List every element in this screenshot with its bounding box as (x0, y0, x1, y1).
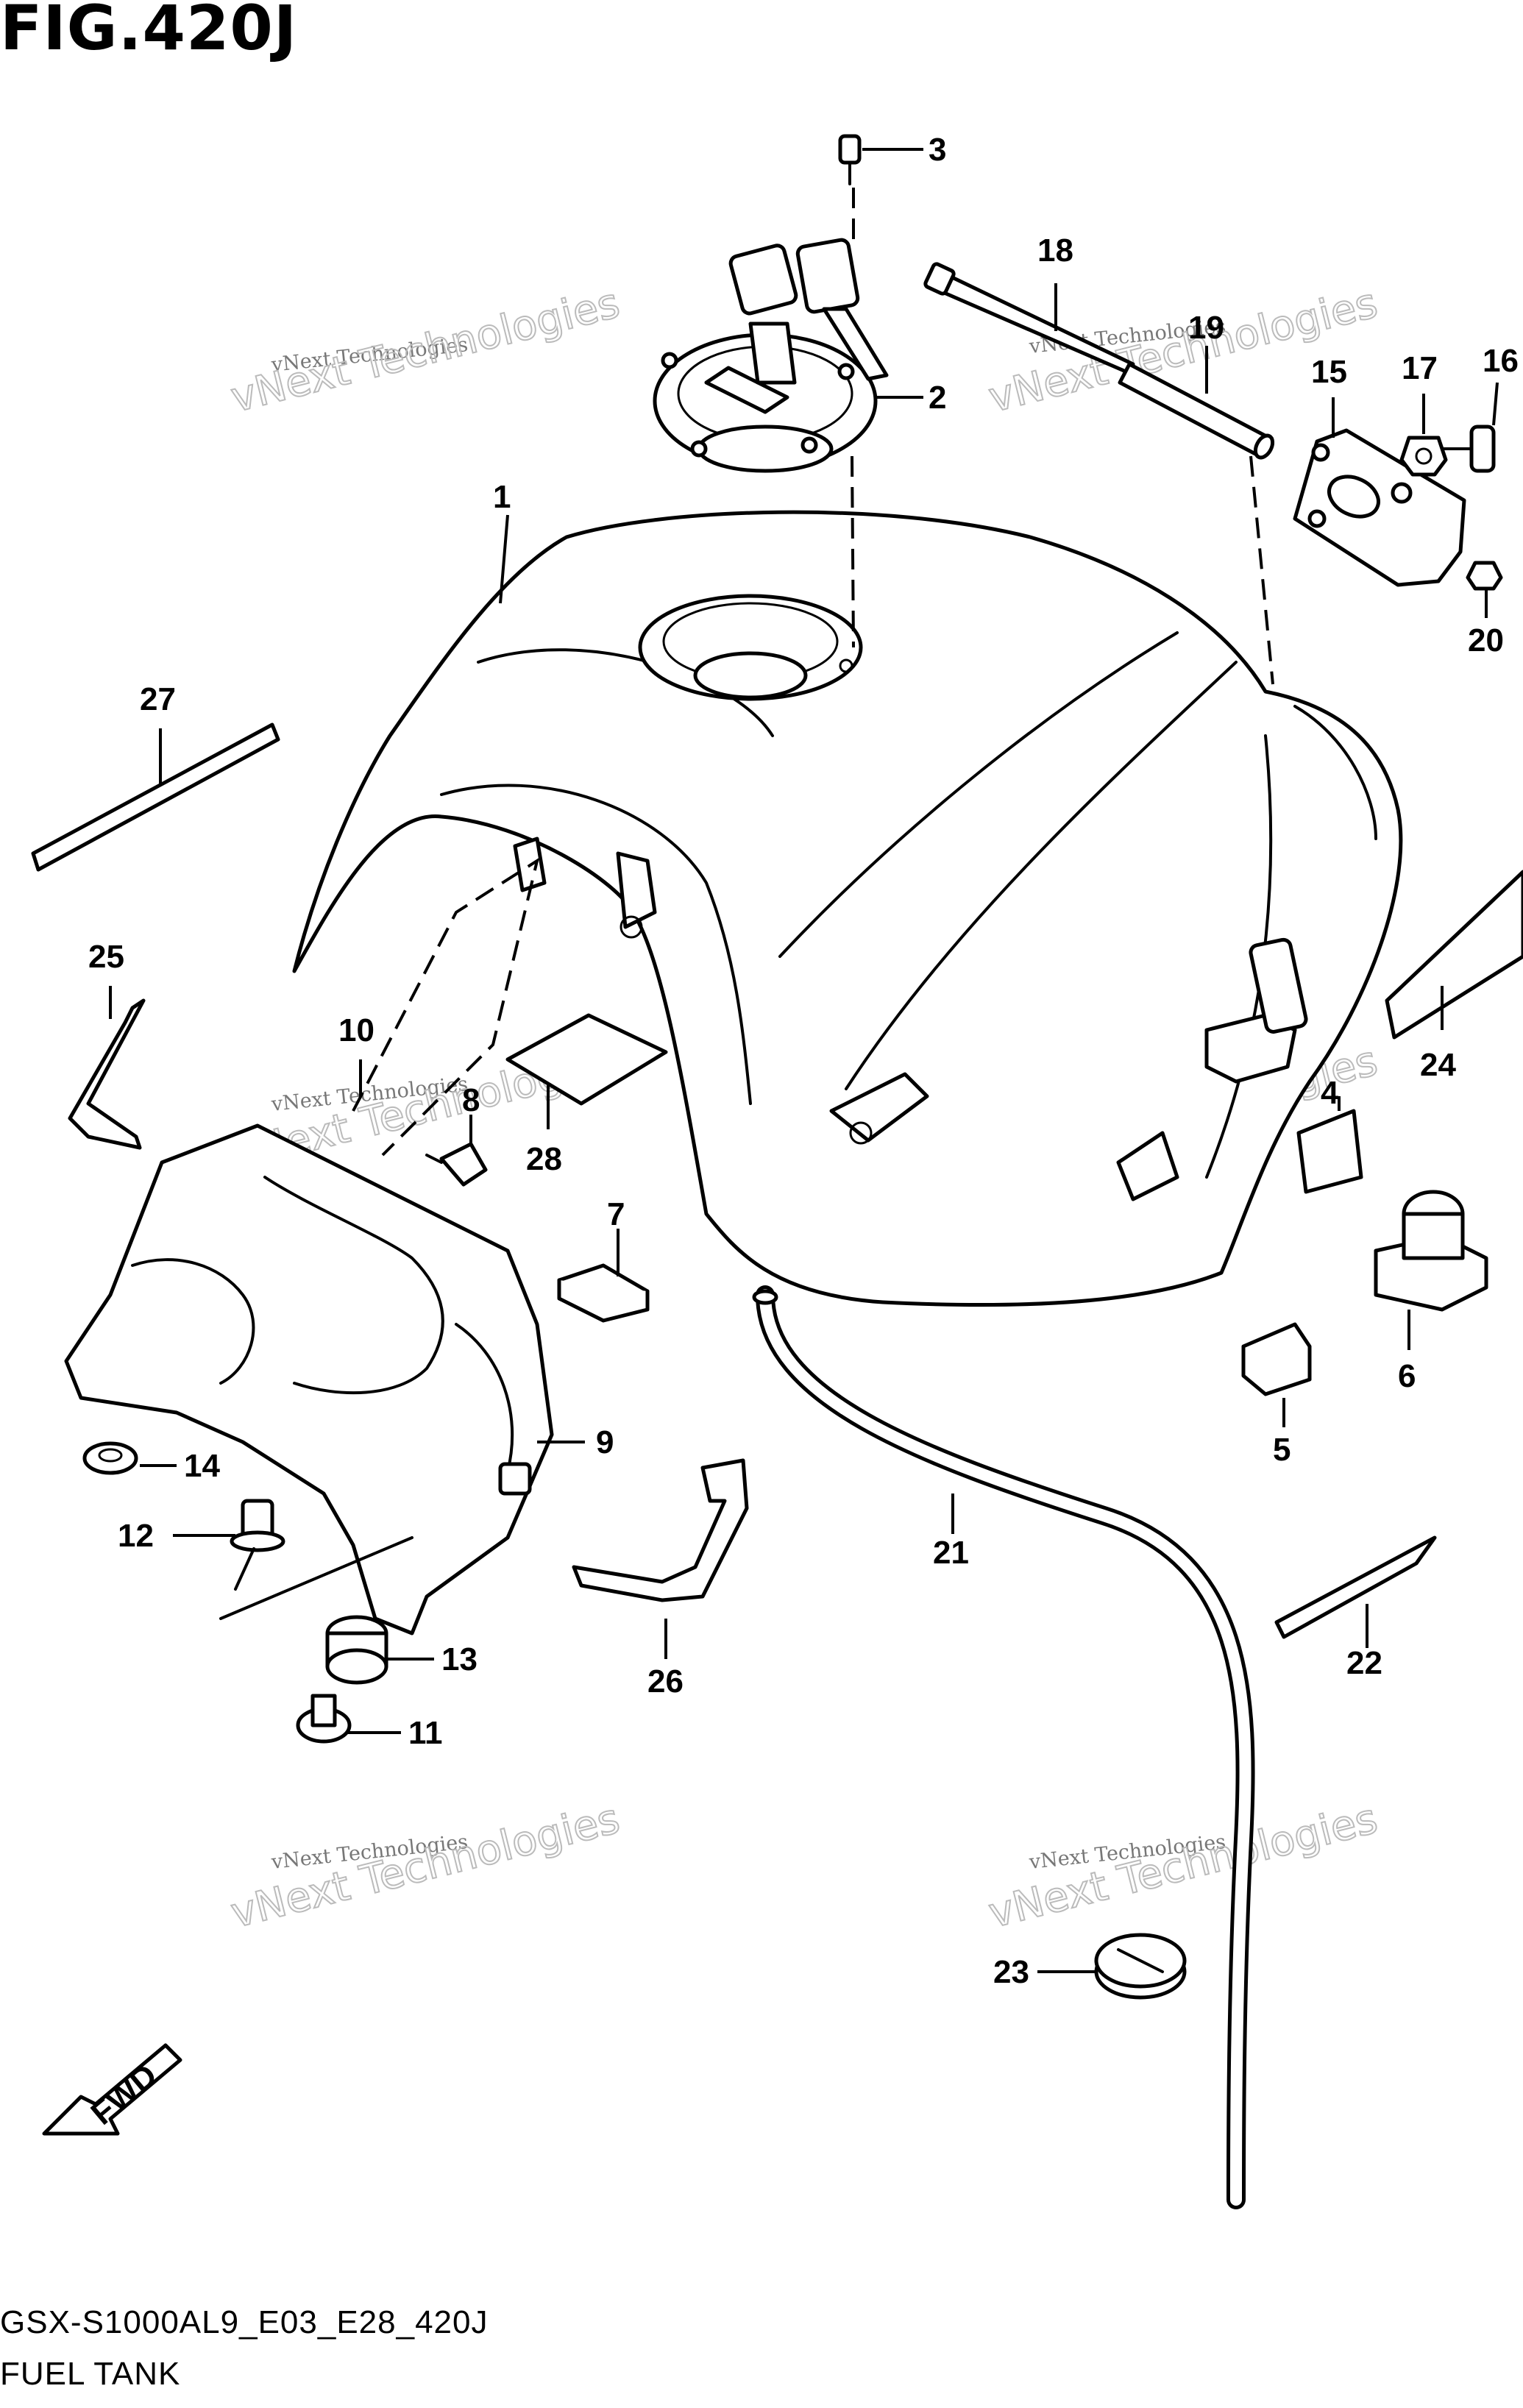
fwd-arrow-icon: FWD (42, 2043, 182, 2136)
figure-caption: FUEL TANK (0, 2356, 181, 2392)
part-21-hose (752, 1285, 1255, 2209)
callout-23: 23 (993, 1954, 1029, 1990)
callout-8: 8 (462, 1082, 480, 1118)
callout-20: 20 (1468, 622, 1504, 658)
callout-7: 7 (607, 1196, 625, 1232)
callout-labels: 3 2 18 19 15 17 16 20 1 27 25 24 4 10 8 … (88, 132, 1519, 1990)
part-26-bracket (572, 1458, 749, 1659)
part-19-spacer (1118, 346, 1275, 460)
callout-6: 6 (1398, 1358, 1416, 1394)
part-10-marker (352, 857, 540, 1157)
part-2-fuel-cap (653, 238, 923, 473)
callout-25: 25 (88, 939, 124, 975)
part-12-bolt (173, 1499, 285, 1591)
part-7-pad (557, 1229, 650, 1323)
callout-10: 10 (338, 1012, 374, 1048)
callout-1: 1 (493, 479, 511, 515)
callout-27: 27 (140, 681, 176, 717)
part-23-clamp (1037, 1933, 1187, 2000)
figure-title: FIG.420J (0, 0, 298, 64)
callout-2: 2 (929, 380, 946, 416)
part-25-stay (68, 986, 146, 1150)
callout-5: 5 (1273, 1432, 1291, 1468)
watermark-top-left: vNext Technologies vNext Technologies (226, 279, 625, 423)
callout-12: 12 (118, 1518, 154, 1554)
callout-4: 4 (1321, 1075, 1339, 1111)
part-13-grommet (325, 1615, 434, 1685)
callout-22: 22 (1346, 1645, 1382, 1681)
guide-line-2 (851, 455, 855, 648)
guide-line-15 (1249, 455, 1274, 685)
svg-text:vNext Technologies: vNext Technologies (227, 280, 625, 422)
part-6-cushion (1374, 1190, 1488, 1350)
part-20-nut (1466, 561, 1503, 618)
watermark-low-right: vNext Technologies vNext Technologies (984, 1794, 1383, 1939)
callout-13: 13 (441, 1641, 478, 1677)
callout-9: 9 (596, 1424, 614, 1460)
callout-14: 14 (184, 1448, 220, 1484)
callout-16: 16 (1483, 343, 1519, 379)
part-11-collar (296, 1694, 401, 1744)
part-4-label (1296, 1096, 1363, 1194)
model-code: GSX-S1000AL9_E03_E28_420J (0, 2304, 489, 2340)
callout-17: 17 (1402, 350, 1438, 386)
part-28-label (505, 1013, 668, 1129)
part-8-bolt (425, 1115, 488, 1187)
part-15-bracket (1293, 397, 1466, 587)
callout-19: 19 (1188, 310, 1224, 346)
part-1-fuel-tank (292, 510, 1403, 1307)
part-17-nut (1399, 394, 1448, 477)
callout-15: 15 (1311, 354, 1347, 390)
part-14-grommet (82, 1441, 177, 1475)
callout-3: 3 (929, 132, 946, 168)
callout-18: 18 (1037, 232, 1073, 269)
part-9-shield (64, 1123, 585, 1635)
callout-24: 24 (1420, 1047, 1456, 1083)
pointer-12 (219, 1536, 413, 1620)
part-22-strap (1274, 1535, 1437, 1648)
callout-11: 11 (408, 1715, 443, 1751)
part-16-bolt (1441, 382, 1499, 473)
callout-28: 28 (526, 1141, 562, 1177)
part-3-screw (838, 134, 923, 185)
watermark-low-left: vNext Technologies vNext Technologies (226, 1794, 625, 1939)
callout-21: 21 (933, 1535, 969, 1571)
callout-26: 26 (647, 1663, 684, 1700)
part-24-label (1385, 870, 1523, 1040)
part-5-cushion (1241, 1322, 1312, 1427)
part-18-bolt (923, 262, 1135, 374)
part-27-strip (31, 722, 280, 872)
